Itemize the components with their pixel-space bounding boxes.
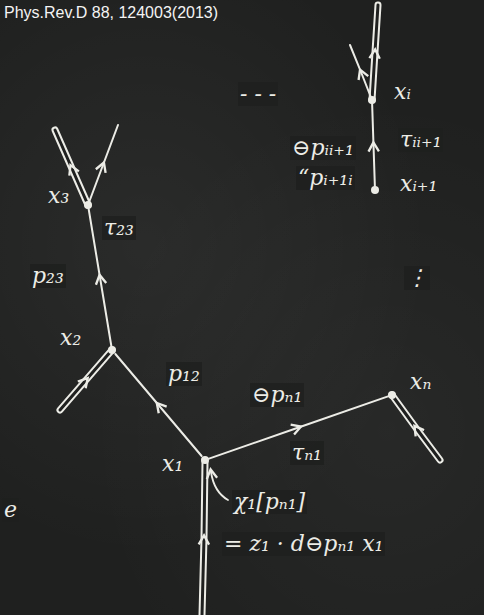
chalk-label: τₙ₁: [290, 441, 324, 465]
vertex-dot: xᵢ₊₁: [371, 186, 379, 194]
chalk-label: χ₁[pₙ₁]: [232, 490, 307, 514]
momentum-label: p₂₃: [30, 264, 66, 288]
chalk-label: - - -: [238, 82, 278, 106]
external-leg: [392, 395, 440, 460]
external-leg: [372, 5, 378, 100]
vertex-dot: x₂: [108, 346, 116, 354]
vertex-label: x₁: [160, 452, 185, 476]
external-leg: [60, 350, 112, 410]
vertex-label: xᵢ₊₁: [398, 172, 439, 196]
chalk-label: τᵢᵢ₊₁: [398, 128, 443, 152]
external-leg: [88, 125, 118, 205]
chalk-label: = z₁ · d⊖pₙ₁ x₁: [222, 532, 385, 556]
vertex-label: x₃: [46, 184, 71, 208]
citation-title: Phys.Rev.D 88, 124003(2013): [4, 4, 218, 22]
chalk-label: “pᵢ₊₁ᵢ: [296, 166, 355, 190]
chalk-label: τ₂₃: [102, 216, 136, 240]
external-leg: [392, 395, 440, 460]
chalk-label: e: [2, 498, 19, 522]
external-leg: [372, 5, 378, 100]
external-leg: [60, 350, 112, 410]
momentum-label: ⊖pₙ₁: [250, 383, 304, 407]
vertex-dot: x₁: [201, 456, 209, 464]
leader-line: [211, 472, 228, 500]
vertex-dot: x₃: [84, 201, 92, 209]
vertex-dot: xᵢ: [368, 96, 376, 104]
vertex-label: x₂: [58, 326, 83, 350]
vertex-dot: xₙ: [388, 391, 396, 399]
chalk-label: ⋮: [404, 266, 430, 290]
external-leg: [202, 462, 205, 615]
momentum-label: ⊖pᵢᵢ₊₁: [290, 136, 356, 160]
propagator-line: [115, 354, 201, 456]
vertex-label: xₙ: [408, 370, 433, 394]
momentum-label: p₁₂: [166, 362, 202, 386]
propagator-line: [372, 104, 375, 186]
external-leg: [350, 45, 372, 100]
external-leg: [202, 462, 205, 615]
vertex-label: xᵢ: [392, 80, 413, 104]
